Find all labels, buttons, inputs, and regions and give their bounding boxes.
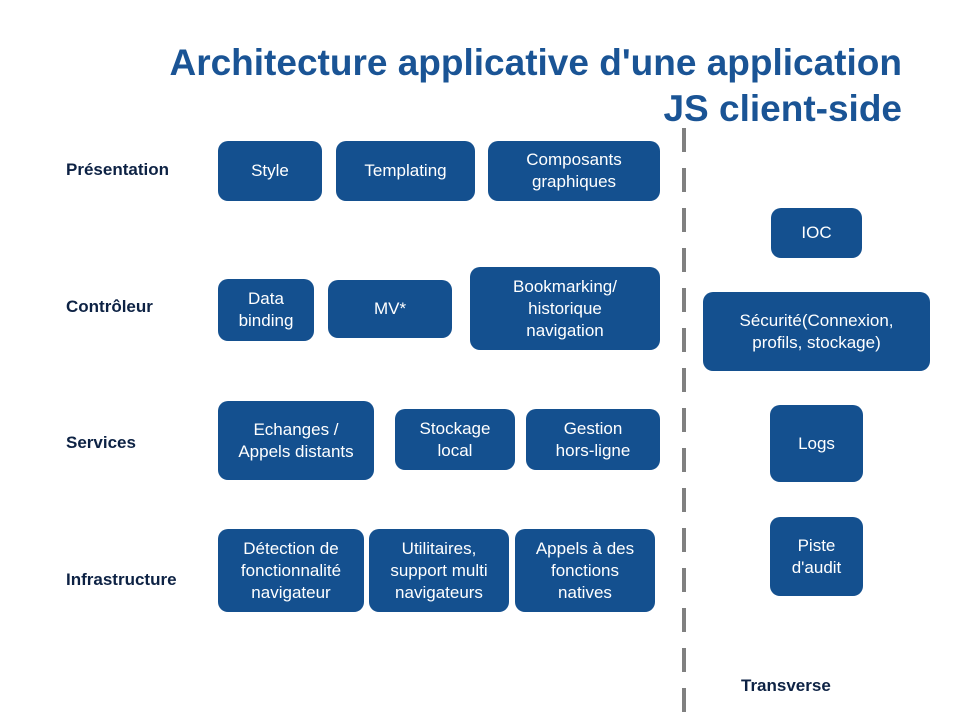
page-title: Architecture applicative d'une applicati… [62,40,902,132]
layer-label-controleur: Contrôleur [66,297,153,316]
box-utilitaires: Utilitaires, support multi navigateurs [369,529,509,612]
transverse-label: Transverse [741,676,831,695]
box-data-binding: Data binding [218,279,314,341]
layer-label-presentation: Présentation [66,160,169,179]
layer-label-infrastructure: Infrastructure [66,570,177,589]
box-gestion-hors-ligne: Gestion hors-ligne [526,409,660,470]
box-detection: Détection de fonctionnalité navigateur [218,529,364,612]
box-templating: Templating [336,141,475,201]
box-piste-audit: Piste d'audit [770,517,863,596]
box-echanges: Echanges / Appels distants [218,401,374,480]
box-appels-natives: Appels à des fonctions natives [515,529,655,612]
box-ioc: IOC [771,208,862,258]
box-mv: MV* [328,280,452,338]
layer-label-services: Services [66,433,136,452]
title-line-1: Architecture applicative d'une applicati… [169,42,902,83]
title-line-2: JS client-side [663,88,902,129]
box-securite: Sécurité(Connexion, profils, stockage) [703,292,930,371]
box-stockage-local: Stockage local [395,409,515,470]
dashed-divider [682,128,686,720]
box-style: Style [218,141,322,201]
box-bookmarking: Bookmarking/ historique navigation [470,267,660,350]
box-logs: Logs [770,405,863,482]
box-composants-graphiques: Composants graphiques [488,141,660,201]
